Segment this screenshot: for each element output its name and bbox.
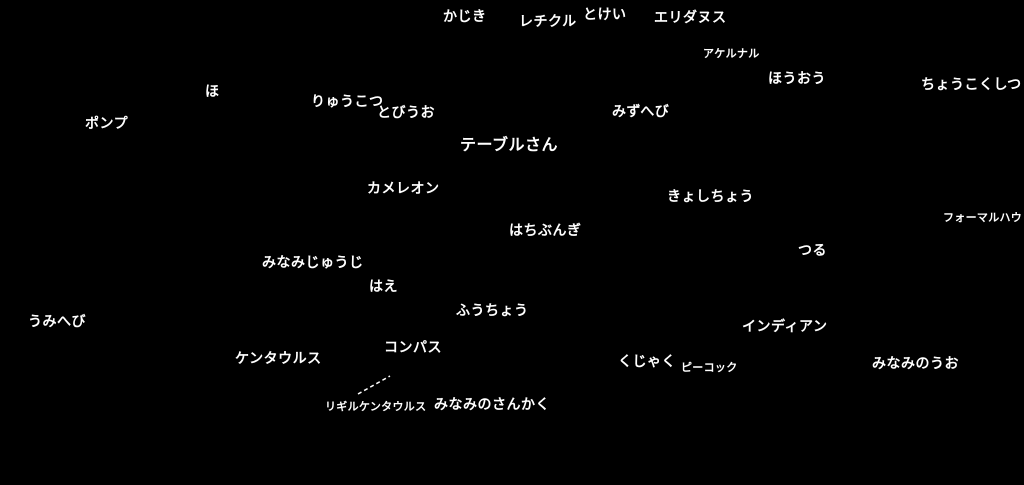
constellation-name-label[interactable]: テーブルさん xyxy=(460,135,559,154)
constellation-name-label[interactable]: ほ xyxy=(205,84,220,100)
constellation-name-label[interactable]: くじゃく xyxy=(618,354,676,370)
constellation-name-label[interactable]: はえ xyxy=(369,279,398,295)
constellation-name-label[interactable]: カメレオン xyxy=(367,181,440,197)
constellation-name-label[interactable]: とけい xyxy=(583,7,627,23)
constellation-name-label[interactable]: ケンタウルス xyxy=(235,351,322,367)
constellation-name-label[interactable]: つる xyxy=(798,243,827,259)
constellation-name-label[interactable]: レチクル xyxy=(519,14,577,30)
constellation-name-label[interactable]: インディアン xyxy=(742,319,828,335)
constellation-name-label[interactable]: とびうお xyxy=(377,105,435,121)
constellation-name-label[interactable]: ちょうこくしつ xyxy=(921,77,1022,93)
constellation-name-label[interactable]: うみへび xyxy=(28,314,86,330)
star-name-label[interactable]: リギルケンタウルス xyxy=(325,400,427,413)
constellation-name-label[interactable]: ポンプ xyxy=(85,116,129,132)
constellation-name-label[interactable]: みなみじゅうじ xyxy=(262,255,364,271)
star-name-label[interactable]: フォーマルハウト xyxy=(943,211,1024,224)
constellation-name-label[interactable]: みずへび xyxy=(612,104,670,120)
constellation-name-label[interactable]: きょしちょう xyxy=(667,189,754,205)
rigil-kentaurus-leader xyxy=(357,375,391,395)
star-name-label[interactable]: ピーコック xyxy=(681,361,738,374)
constellation-name-label[interactable]: かじき xyxy=(443,9,487,25)
constellation-name-label[interactable]: みなみのさんかく xyxy=(434,397,550,413)
constellation-name-label[interactable]: ふうちょう xyxy=(456,303,529,319)
constellation-name-label[interactable]: はちぶんぎ xyxy=(509,223,582,239)
constellation-name-label[interactable]: りゅうこつ xyxy=(311,94,384,110)
constellation-name-label[interactable]: エリダヌス xyxy=(654,10,727,26)
constellation-name-label[interactable]: コンパス xyxy=(384,340,442,356)
star-name-label[interactable]: アケルナル xyxy=(703,47,760,60)
constellation-name-label[interactable]: みなみのうお xyxy=(872,356,959,372)
constellation-name-label[interactable]: ほうおう xyxy=(768,71,826,87)
